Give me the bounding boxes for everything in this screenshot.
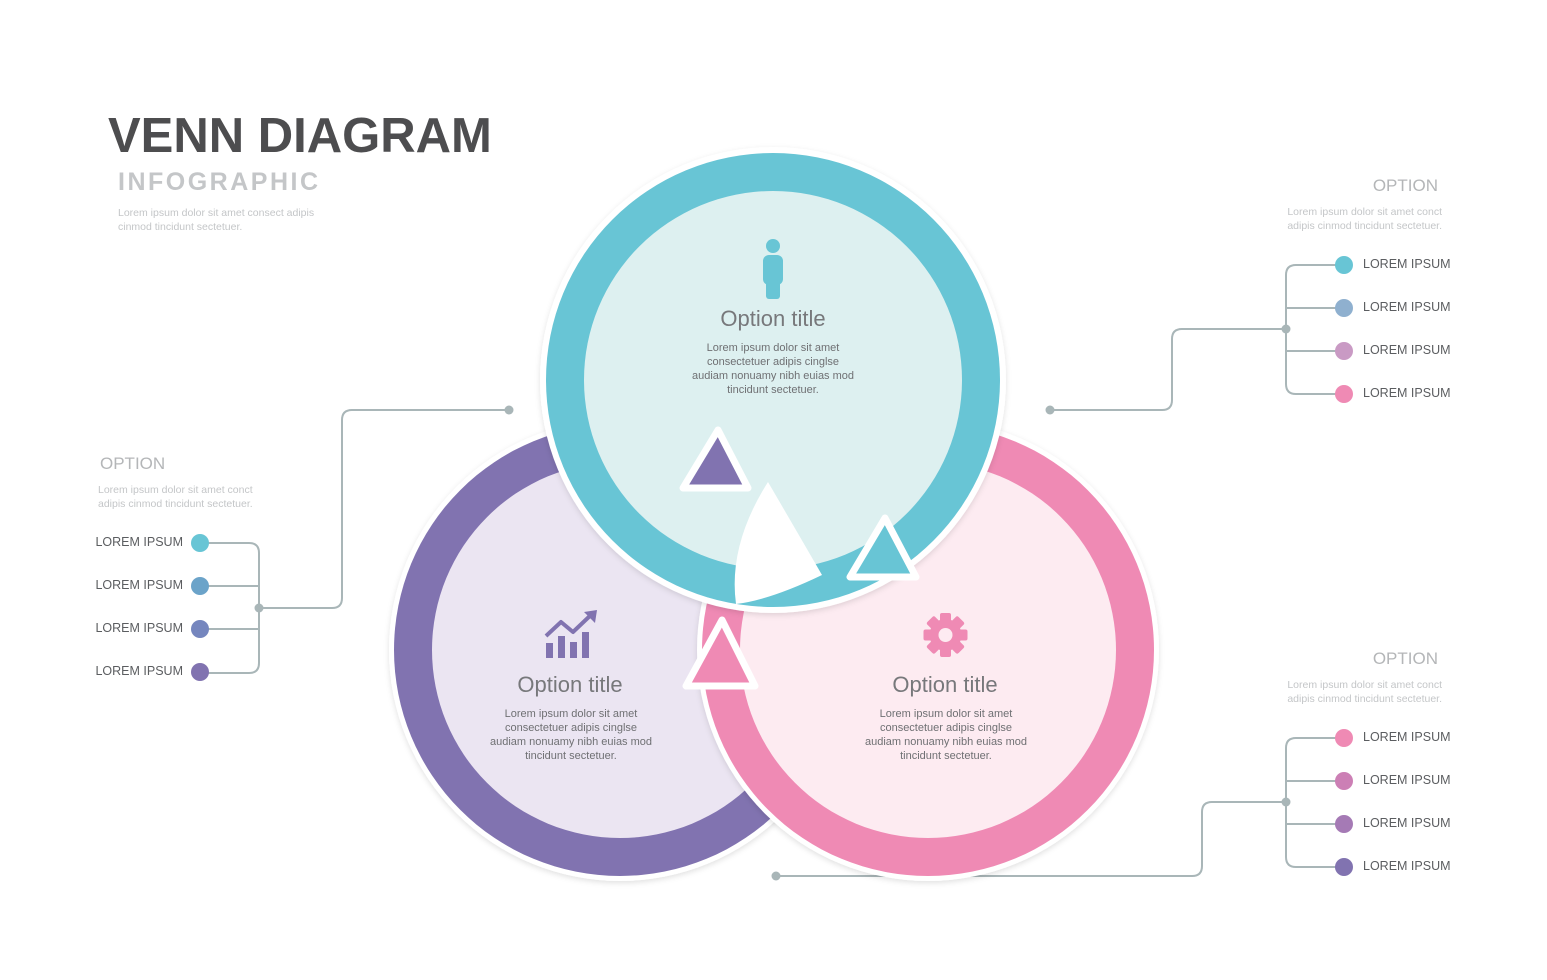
option-dot: [191, 620, 209, 638]
bottom-right-option-description: Lorem ipsum dolor sit amet conct adipis …: [1287, 679, 1442, 705]
bottom-right-bracket-ticks: [1286, 780, 1344, 825]
option-item-label: LOREM IPSUM: [1363, 859, 1451, 873]
option-item-label: LOREM IPSUM: [1363, 730, 1451, 744]
left-bracket-ticks: [200, 585, 259, 630]
left-connector: [259, 409, 509, 609]
top-right-option-description: Lorem ipsum dolor sit amet conct adipis …: [1287, 206, 1442, 232]
arrowhead-top: [846, 514, 920, 581]
connector-node: [771, 871, 781, 881]
bottom-right-connector: [776, 801, 1286, 877]
left-option-description: Lorem ipsum dolor sit amet conct adipis …: [98, 484, 253, 510]
bottom-right-option-heading: OPTION: [1372, 649, 1438, 668]
circle-top-fill: [584, 191, 962, 569]
option-item-label: LOREM IPSUM: [1363, 773, 1451, 787]
option-dot: [1335, 729, 1353, 747]
circle-left-description: Lorem ipsum dolor sit amet consectetuer …: [489, 708, 653, 762]
option-dot: [191, 534, 209, 552]
bottom-right-bracket: [1285, 737, 1344, 868]
person-icon: [763, 239, 783, 299]
option-item-label: LOREM IPSUM: [1363, 386, 1451, 400]
top-right-bracket: [1285, 264, 1344, 395]
arrowheads: [679, 426, 920, 690]
circle-left-title: Option title: [517, 672, 623, 697]
option-dot: [191, 577, 209, 595]
option-item-label: LOREM IPSUM: [1363, 816, 1451, 830]
option-dot: [1335, 815, 1353, 833]
circle-right-title: Option title: [892, 672, 998, 697]
page-title: VENN DIAGRAM: [108, 109, 492, 163]
connector-node: [1045, 405, 1055, 415]
left-bracket: [200, 542, 260, 674]
option-item-label: LOREM IPSUM: [1363, 300, 1451, 314]
circle-top: [540, 147, 1006, 613]
option-item-label: LOREM IPSUM: [95, 578, 183, 592]
option-item-label: LOREM IPSUM: [95, 621, 183, 635]
option-dot: [191, 663, 209, 681]
left-option-heading: OPTION: [100, 454, 166, 473]
option-dot: [1335, 342, 1353, 360]
connector-nodes: [254, 324, 1291, 881]
option-item-label: LOREM IPSUM: [95, 664, 183, 678]
option-item-label: LOREM IPSUM: [1363, 257, 1451, 271]
connector-node: [254, 603, 264, 613]
top-right-connector: [1050, 328, 1286, 411]
growth-chart-icon: [544, 610, 597, 658]
option-item-label: LOREM IPSUM: [95, 535, 183, 549]
option-dot: [1335, 385, 1353, 403]
connector-node: [1281, 797, 1291, 807]
top-right-option-heading: OPTION: [1372, 176, 1438, 195]
gear-icon: [923, 613, 968, 657]
page-subtitle: INFOGRAPHIC: [118, 168, 321, 196]
circle-top-description: Lorem ipsum dolor sit amet consectetuer …: [691, 342, 855, 396]
top-right-bracket-ticks: [1286, 307, 1344, 352]
option-dot: [1335, 772, 1353, 790]
page-description: Lorem ipsum dolor sit amet consect adipi…: [118, 207, 315, 233]
option-dot: [1335, 256, 1353, 274]
option-dot: [1335, 858, 1353, 876]
option-dot: [1335, 299, 1353, 317]
option-item-label: LOREM IPSUM: [1363, 343, 1451, 357]
connector-node: [504, 405, 514, 415]
circle-top-title: Option title: [720, 306, 826, 331]
arrowhead-right: [682, 616, 759, 690]
connector-node: [1281, 324, 1291, 334]
circle-right-description: Lorem ipsum dolor sit amet consectetuer …: [864, 708, 1028, 762]
center-intersection: [734, 482, 822, 604]
arrowhead-left: [679, 426, 752, 492]
